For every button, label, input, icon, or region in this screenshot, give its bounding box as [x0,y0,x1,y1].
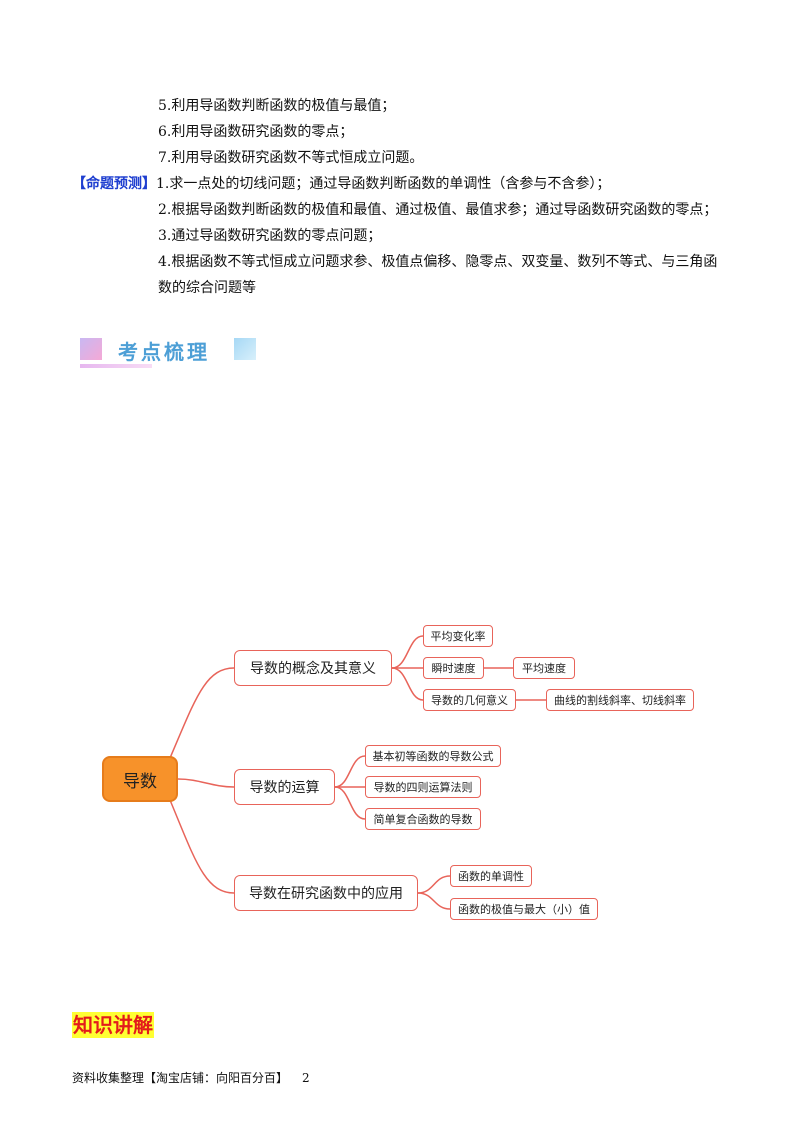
section-heading: 考点梳理 [80,334,270,370]
prediction-line-5: 数的综合问题等 [158,280,256,296]
branch-derivative-concept: 导数的概念及其意义 [234,650,392,686]
page-footer: 资料收集整理【淘宝店铺：向阳百分百】 2 [72,1070,310,1086]
node-extrema-values: 函数的极值与最大（小）值 [450,898,598,920]
connector-b2-c1 [334,755,366,788]
connector-b1-c1 [391,635,424,669]
connector-b1-c3 [391,667,424,701]
mindmap-root: 导数 [102,756,178,802]
connector-root-branch1 [169,667,235,759]
node-average-speed: 平均速度 [513,657,575,679]
prediction-line-3: 3.通过导函数研究函数的零点问题； [158,228,382,244]
connector-b3-c2 [417,892,451,910]
node-secant-tangent-slope: 曲线的割线斜率、切线斜率 [546,689,694,711]
node-monotonicity: 函数的单调性 [450,865,532,887]
node-basic-formulas: 基本初等函数的导数公式 [365,745,501,767]
prediction-line-4: 4.根据函数不等式恒成立问题求参、极值点偏移、隐零点、双变量、数列不等式、与三角… [158,254,718,270]
prediction-line-1: 【命题预测】1.求一点处的切线问题；通过导函数判断函数的单调性（含参与不含参）； [72,174,610,194]
node-arithmetic-rules: 导数的四则运算法则 [365,776,481,798]
prediction-line-2: 2.根据导函数判断函数的极值和最值、通过极值、最值求参；通过导函数研究函数的零点… [158,202,718,218]
page-number: 2 [302,1071,310,1085]
heading-decor-right [234,338,256,360]
connector-root-branch3 [169,799,235,894]
connector-root-branch2 [177,778,235,788]
node-composite-derivative: 简单复合函数的导数 [365,808,481,830]
branch-derivative-operations: 导数的运算 [234,769,335,805]
connector-b3-c1 [417,875,451,894]
connector-b2-c3 [334,786,366,820]
prediction-text-1: 1.求一点处的切线问题；通过导函数判断函数的单调性（含参与不含参）； [156,176,611,192]
heading-decor-left [80,338,102,360]
footer-text: 资料收集整理【淘宝店铺：向阳百分百】 [72,1071,289,1085]
node-average-rate: 平均变化率 [423,625,493,647]
section-title: 考点梳理 [118,340,210,364]
heading-underline [80,364,152,368]
node-instant-speed: 瞬时速度 [423,657,484,679]
knowledge-title: 知识讲解 [72,1012,154,1038]
prediction-tag: 【命题预测】 [72,176,156,192]
branch-derivative-applications: 导数在研究函数中的应用 [234,875,418,911]
intro-line-6: 6.利用导函数研究函数的零点； [158,124,354,140]
intro-line-5: 5.利用导函数判断函数的极值与最值； [158,98,396,114]
intro-line-7: 7.利用导函数研究函数不等式恒成立问题。 [158,150,424,166]
node-geometric-meaning: 导数的几何意义 [423,689,516,711]
